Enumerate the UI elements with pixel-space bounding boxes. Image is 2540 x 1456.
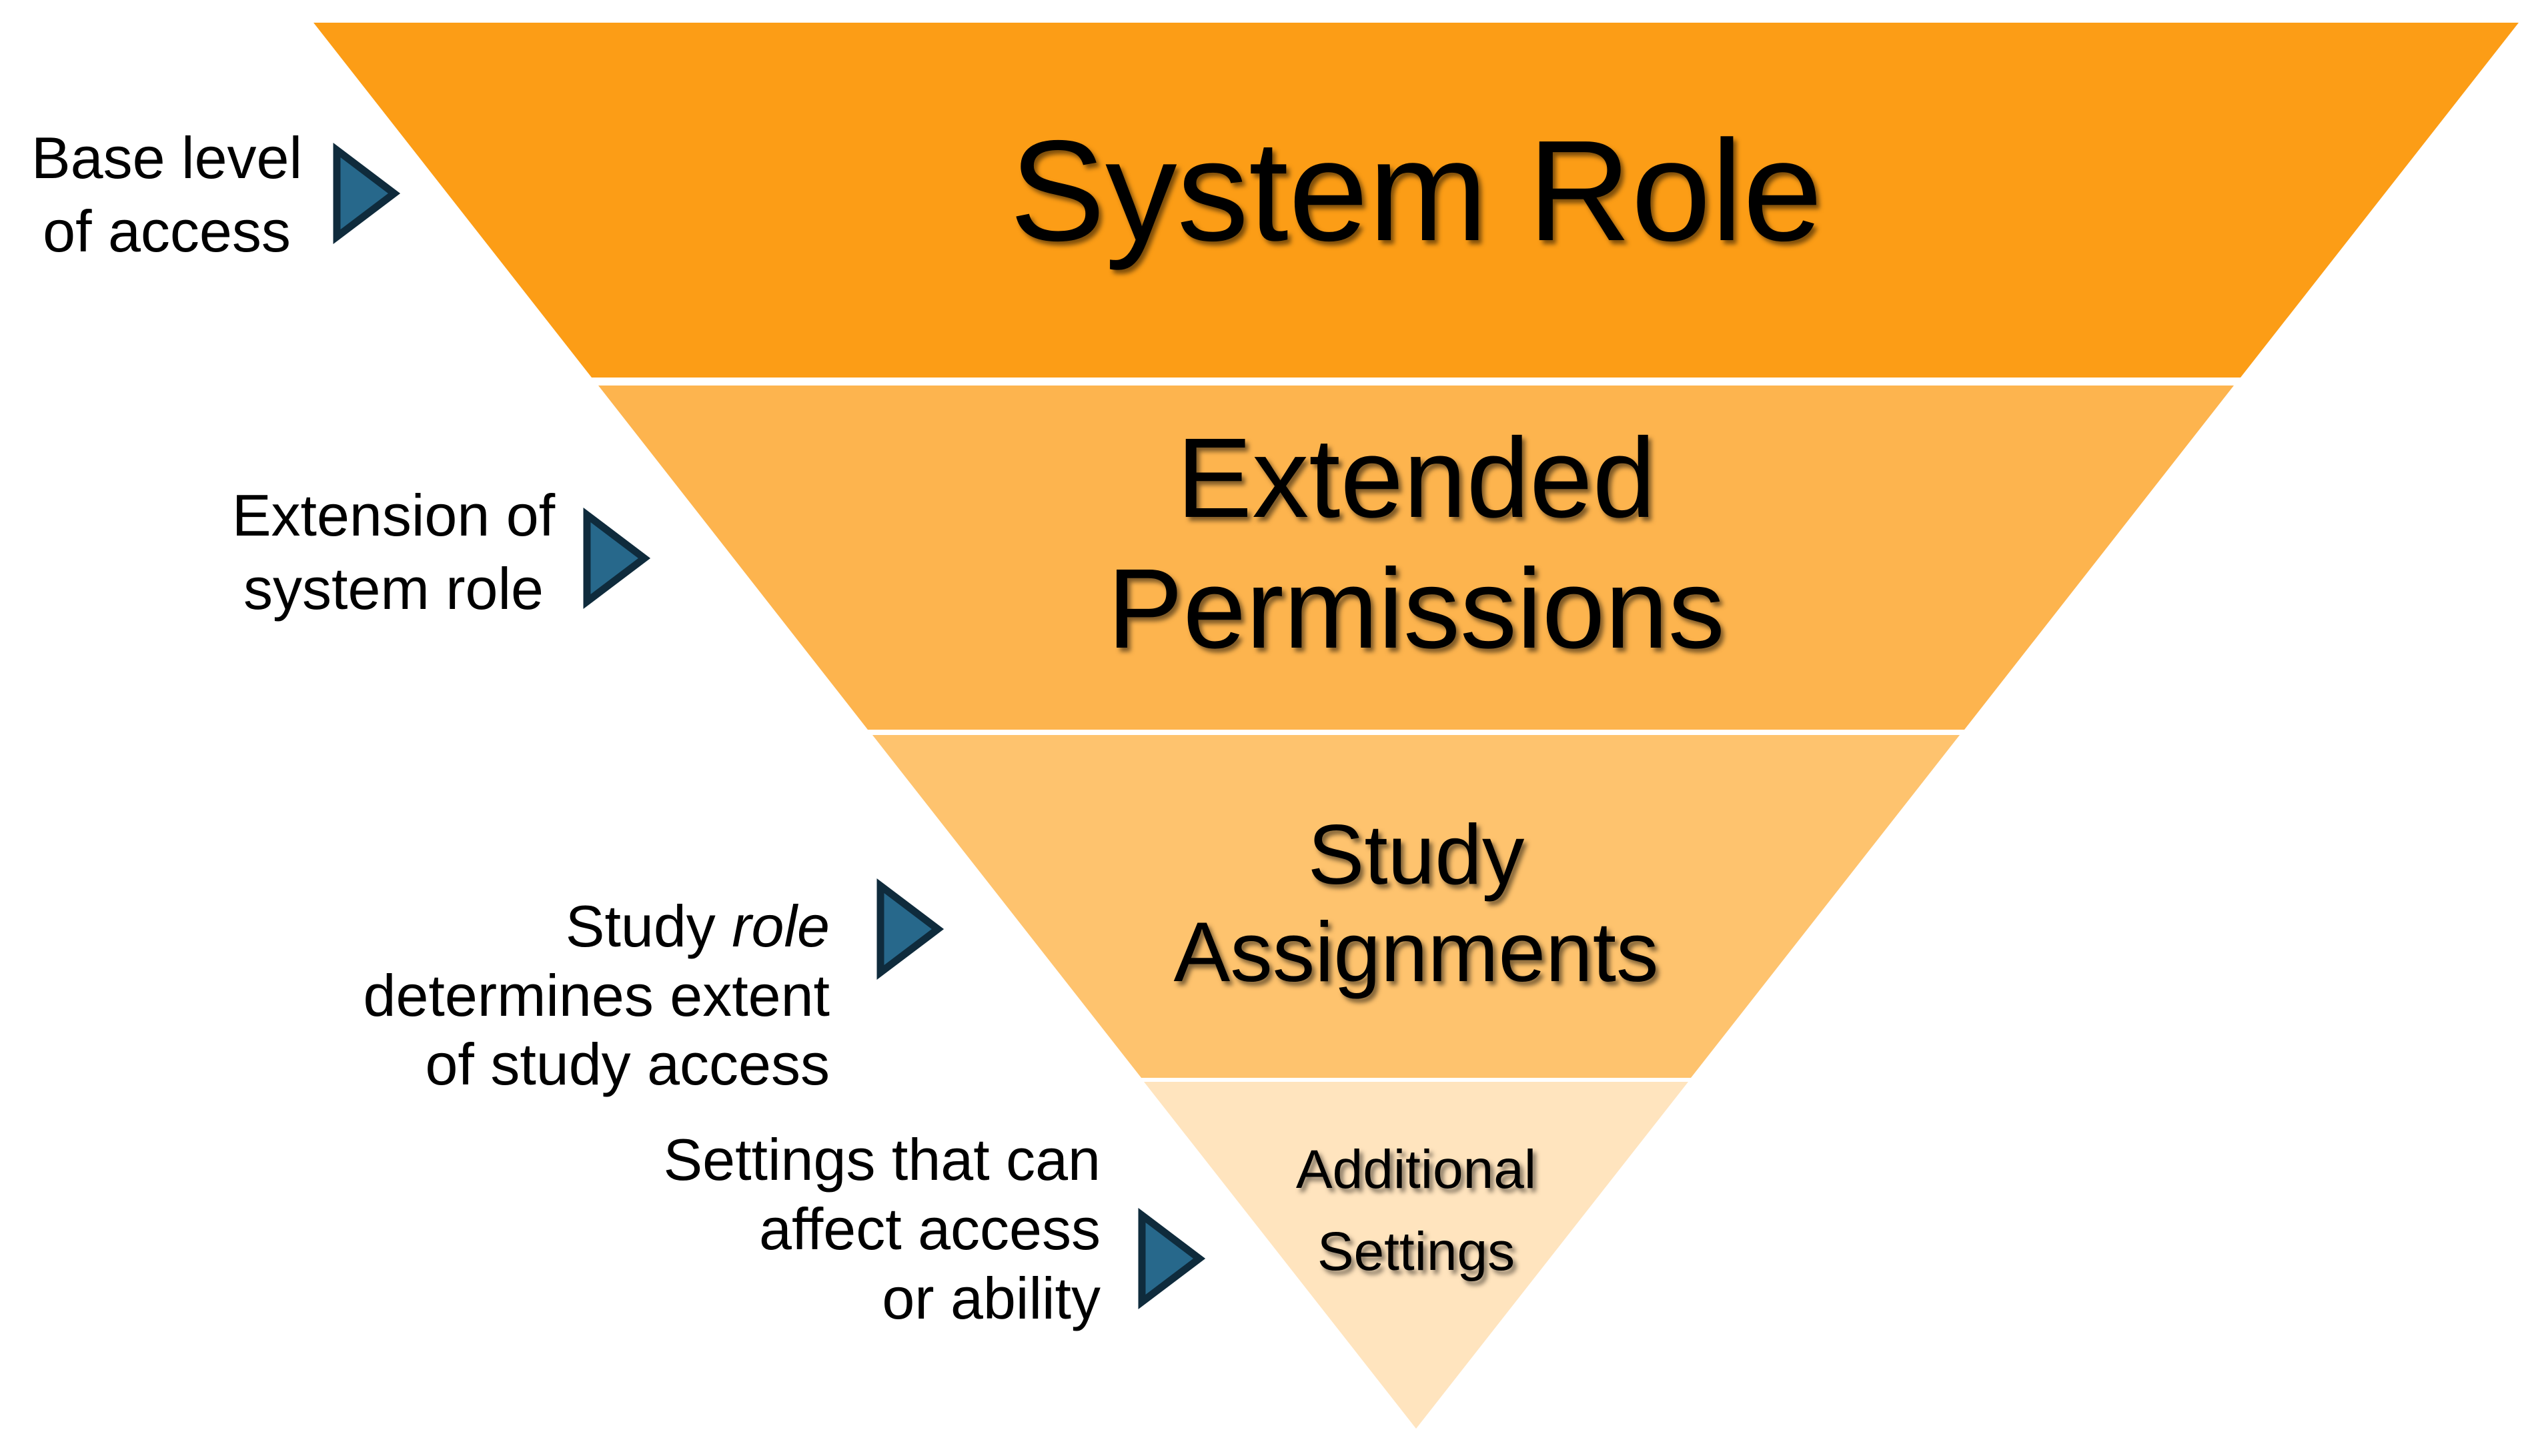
level-3-annotation-italic: role — [732, 892, 830, 959]
level-2-title: Extended Permissions — [1107, 415, 1725, 672]
level-3-annotation-text: Study — [565, 892, 732, 959]
level-4-title: Additional Settings — [1295, 1139, 1537, 1282]
level-1-title: System Role — [1009, 110, 1823, 271]
arrow-right-icon — [876, 878, 944, 980]
level-3-annotation-text: determines extent of study access — [363, 962, 830, 1098]
arrow-right-icon — [333, 142, 401, 245]
pyramid-level-1-shape — [313, 23, 2519, 378]
level-1-annotation: Base level of access — [31, 125, 302, 264]
pyramid-level-4-shape — [1144, 1082, 1688, 1429]
arrow-right-icon — [1138, 1207, 1206, 1310]
level-3-annotation: Study role determines extent of study ac… — [296, 822, 830, 1099]
pyramid-level-3-shape — [872, 735, 1960, 1078]
level-4-annotation: Settings that can affect access or abili… — [663, 1127, 1101, 1331]
level-3-title: Study Assignments — [1173, 807, 1659, 1000]
arrow-right-icon — [583, 507, 651, 610]
pyramid-level-2-shape — [598, 386, 2234, 730]
level-2-annotation: Extension of system role — [231, 482, 556, 622]
